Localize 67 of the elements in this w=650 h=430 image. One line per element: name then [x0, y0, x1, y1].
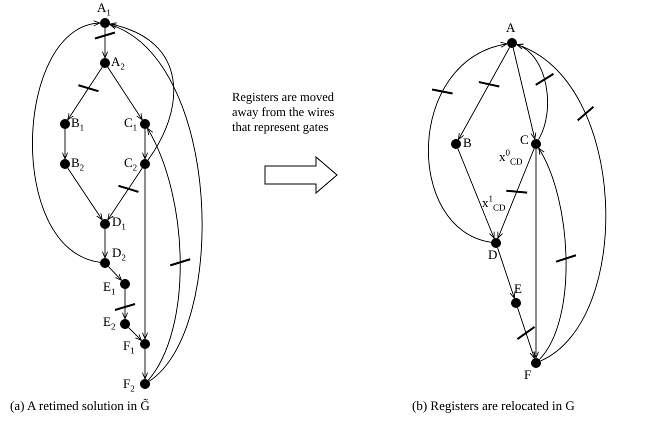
vertex-label: B$_{1}$: [71, 116, 84, 130]
arrow: [122, 288, 128, 320]
vertex-label: B$_{2}$: [71, 156, 84, 170]
vertex-dot: [491, 238, 501, 248]
arrow: [147, 128, 181, 381]
vertex-label: E$_{1}$: [103, 280, 116, 294]
arrow: [109, 22, 174, 160]
vertex-label: D$_{2}$: [112, 246, 126, 260]
arrow: [107, 66, 143, 120]
vertex-dot: [100, 219, 110, 229]
arrow: [102, 228, 108, 258]
vertex-label: D: [488, 248, 498, 262]
arrow: [67, 168, 103, 220]
vertex-dot: [140, 339, 150, 349]
vertex-dot: [140, 119, 150, 129]
arrow: [533, 148, 539, 358]
vertex-dot: [140, 379, 150, 389]
vertex-dot: [60, 119, 70, 129]
arrow: [109, 24, 202, 382]
vertex-dot: [100, 58, 110, 68]
arrow: [107, 168, 143, 220]
vertex-label: D$_{1}$: [112, 215, 126, 229]
arrow: [142, 128, 148, 160]
vertex-label: A: [506, 21, 516, 35]
vertex-dot: [531, 358, 541, 368]
vertex-dot: [507, 38, 517, 48]
arrow: [142, 348, 148, 380]
vertex-label: C: [520, 133, 529, 147]
arrow: [108, 266, 122, 281]
arrow: [517, 307, 536, 359]
arrow: [32, 22, 100, 263]
vertex-label: C$_{1}$: [124, 116, 138, 130]
arrow: [458, 46, 510, 140]
vertex-dot: [511, 298, 521, 308]
arrow: [62, 128, 68, 160]
arrow: [538, 148, 566, 360]
vertex-dot: [100, 258, 110, 268]
caption: (b) Registers are relocated in G: [412, 398, 575, 414]
arrow: [512, 47, 536, 140]
vertex-dot: [120, 319, 130, 329]
vertex-dot: [100, 18, 110, 28]
vertex-label: F: [524, 368, 532, 382]
vertex-label: A$_{1}$: [97, 1, 111, 15]
arrow: [128, 327, 142, 341]
vertex-dot: [140, 159, 150, 169]
vertex-dot: [451, 139, 461, 149]
arrow: [142, 168, 148, 340]
vertex-label: F$_{2}$: [123, 377, 135, 391]
vertex-label: F$_{1}$: [123, 339, 135, 353]
vertex-label: B: [463, 136, 472, 150]
arrow: [516, 44, 606, 362]
arrow: [497, 148, 535, 239]
vertex-label: A$_{2}$: [111, 55, 125, 69]
arrow: [516, 44, 548, 140]
vertex-label: E$_{2}$: [103, 315, 116, 329]
arrow: [428, 42, 508, 243]
arrow: [102, 28, 108, 58]
arrow: [67, 66, 103, 120]
vertex-dot: [120, 279, 130, 289]
vertex-label: C$_{2}$: [124, 156, 138, 170]
vertex-label: E: [514, 282, 522, 296]
arrow: [497, 247, 516, 299]
vertex-dot: [60, 159, 70, 169]
vertex-dot: [531, 139, 541, 149]
note-text: Registers are moved away from the wires that represent gates: [232, 90, 336, 135]
arrow: [457, 148, 495, 239]
caption: (a) A retimed solution in G̃: [10, 398, 150, 414]
